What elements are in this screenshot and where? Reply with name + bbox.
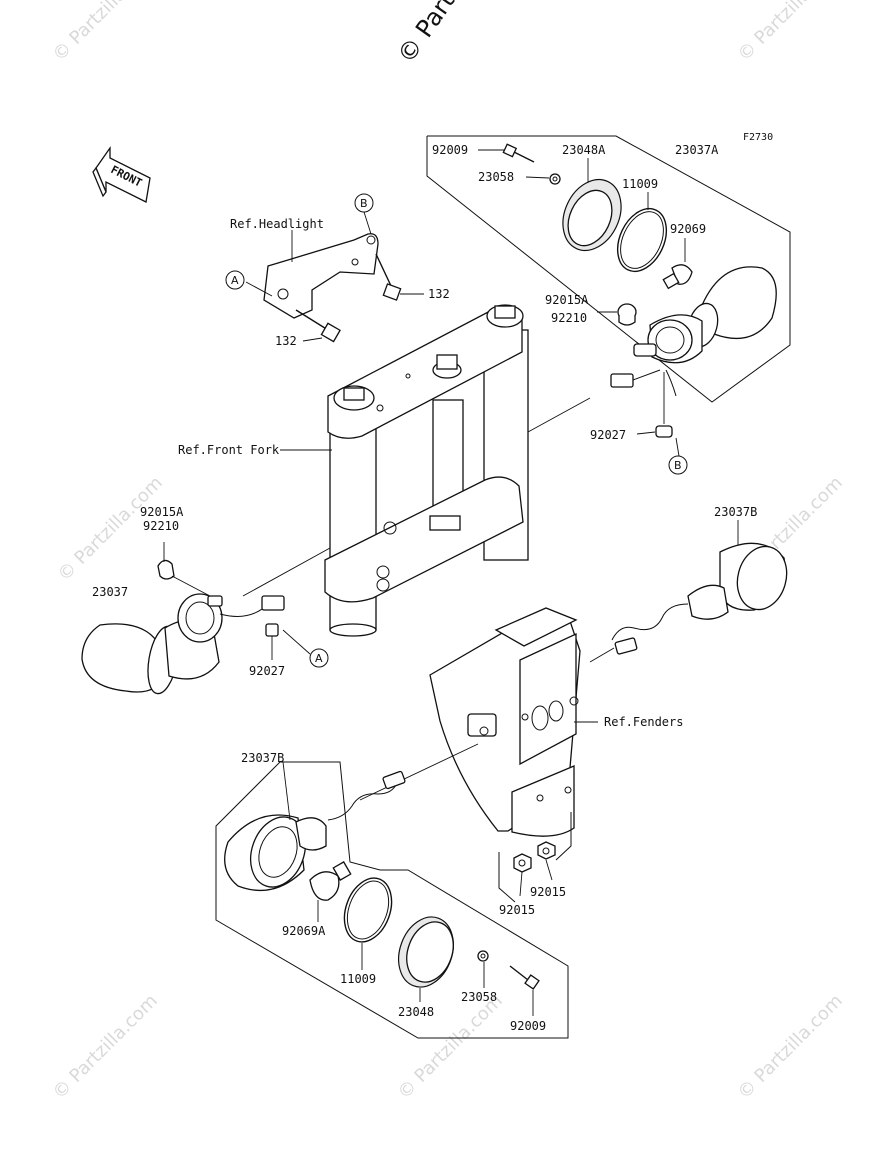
part-number-label: 11009 [622, 177, 658, 191]
reference-label: Ref.Front Fork [178, 443, 280, 457]
watermark: © Partzilla.com [734, 0, 847, 66]
part-number-label: 92015 [499, 903, 535, 917]
headlight-bracket-icon [263, 211, 379, 319]
front-arrow-icon: FRONT [92, 145, 151, 203]
part-number-label: 132 [275, 334, 297, 348]
connector-marker-b: B [668, 455, 688, 475]
flange-nut-icon [537, 841, 556, 860]
part-number-label: 92015 [530, 885, 566, 899]
svg-text:B: B [360, 197, 368, 210]
watermark: © Partzilla.com [49, 0, 162, 66]
part-labels: 92009 23048A 23037A 23058 11009 92069 Re… [92, 143, 757, 1033]
svg-text:A: A [231, 274, 239, 287]
bracket-line [498, 852, 516, 903]
lens-cover-icon [562, 158, 622, 252]
screw-icon [478, 143, 535, 163]
reference-label: Ref.Headlight [230, 217, 324, 231]
turn-signal-23037-group [81, 542, 311, 695]
watermark: © Partzilla.com [49, 990, 162, 1103]
bolt-icon [295, 309, 341, 343]
connector-marker-a: A [309, 648, 329, 668]
flange-nut-icon [513, 853, 532, 873]
rubber-damper-icon [636, 425, 673, 438]
group-outline [426, 135, 791, 403]
part-number-label: 92015A [140, 505, 184, 519]
bracket-line [555, 812, 572, 861]
part-number-label: 23058 [461, 990, 497, 1004]
part-number-label: 23048 [398, 1005, 434, 1019]
gasket-ring-icon [616, 192, 668, 273]
nut-icon [525, 173, 561, 185]
connector-marker-b: B [354, 193, 374, 213]
part-number-label: 23058 [478, 170, 514, 184]
group-outline [215, 761, 569, 1039]
part-number-label: 92210 [143, 519, 179, 533]
bulb-icon [662, 238, 693, 290]
part-number-label: 23037B [714, 505, 757, 519]
turn-signal-23037B-left-group [215, 761, 569, 1039]
part-number-label: 11009 [340, 972, 376, 986]
part-number-label: 92069A [282, 924, 326, 938]
part-number-label: 23037 [92, 585, 128, 599]
part-number-label: 92069 [670, 222, 706, 236]
part-number-label: 92027 [590, 428, 626, 442]
turn-signal-23037B-right-group [589, 520, 788, 663]
part-number-label: 92009 [510, 1019, 546, 1033]
svg-text:B: B [674, 459, 682, 472]
connector-marker-a: A [225, 270, 245, 290]
watermark: © Partzilla.com [734, 990, 847, 1103]
part-number-label: 23037A [675, 143, 719, 157]
fender-bracket-icon [359, 607, 598, 837]
turn-signal-23037A-group [426, 135, 791, 457]
part-number-label: 132 [428, 287, 450, 301]
part-number-label: 92027 [249, 664, 285, 678]
front-fork-assembly-icon [242, 304, 591, 637]
reference-label: Ref.Fenders [604, 715, 683, 729]
turn-signal-housing-icon [610, 266, 777, 397]
bolt-icon [375, 253, 424, 301]
part-number-label: 92015A [545, 293, 589, 307]
part-number-label: 92210 [551, 311, 587, 325]
part-number-label: 92009 [432, 143, 468, 157]
part-number-label: 23048A [562, 143, 606, 157]
diagram-code: F2730 [743, 132, 773, 143]
watermark-top: © Partz [392, 0, 467, 68]
svg-text:A: A [315, 652, 323, 665]
part-number-label: 23037B [241, 751, 284, 765]
collar-nut-icon [597, 303, 637, 326]
